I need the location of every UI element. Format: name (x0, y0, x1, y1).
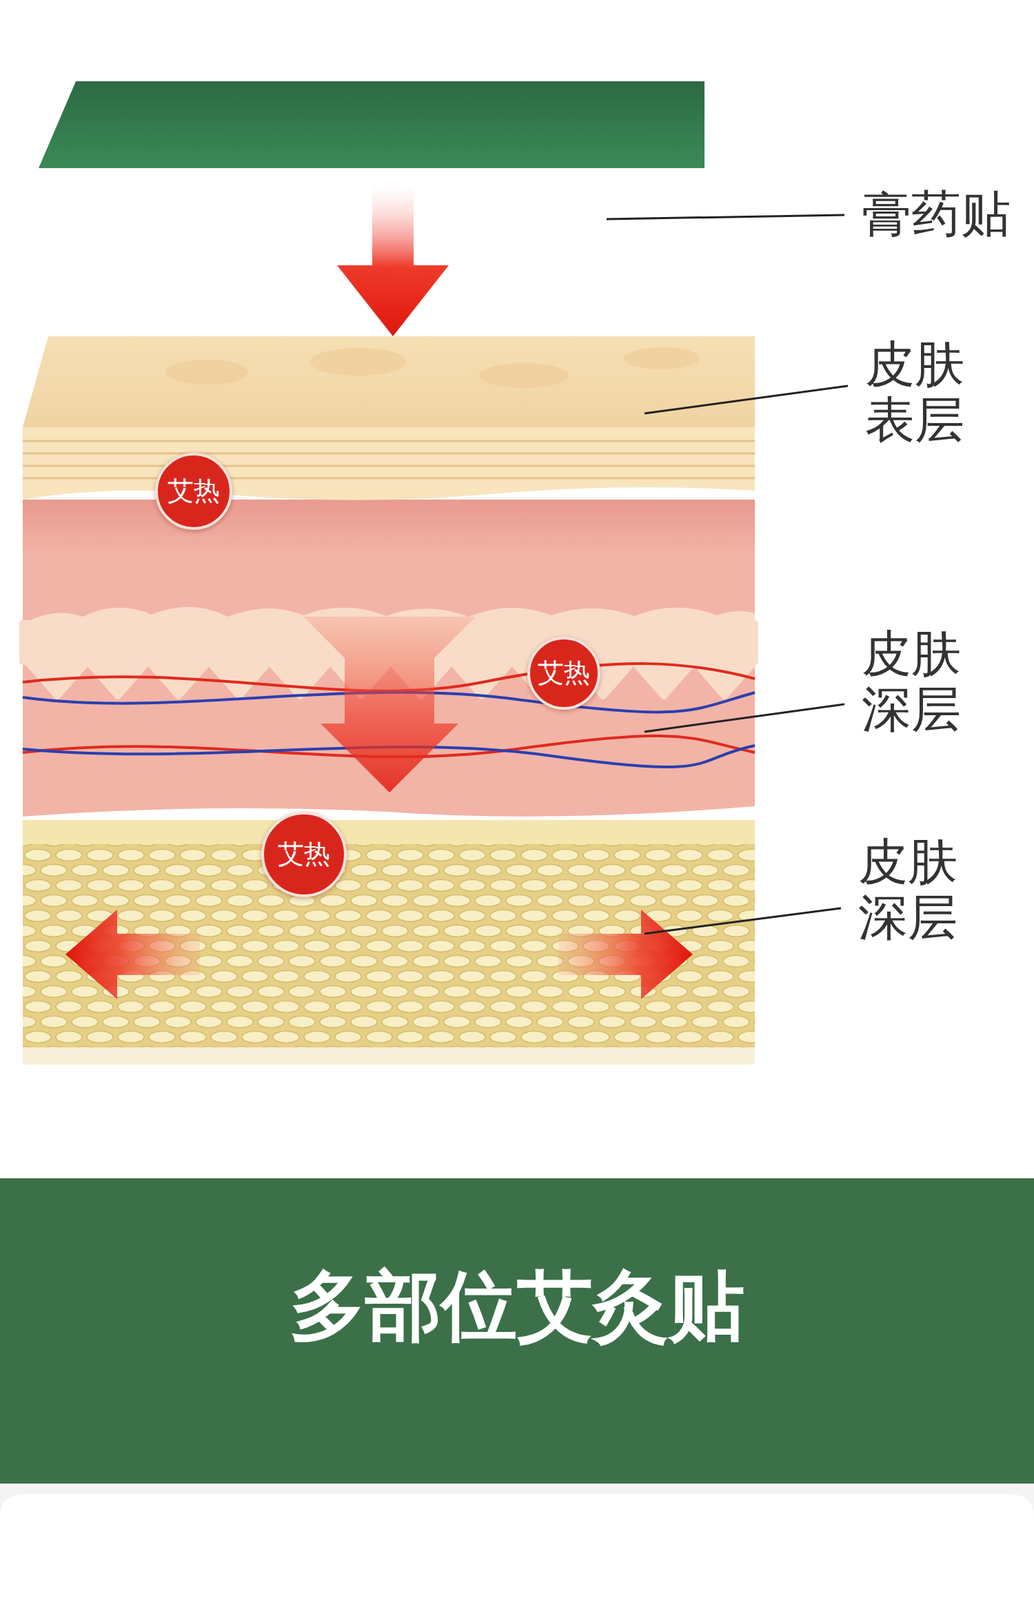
layer-label: 皮肤 深层 (858, 834, 963, 946)
stratum-line (22, 440, 755, 443)
heat-arrow (65, 909, 200, 1000)
leader-line (606, 215, 845, 220)
layer-label: 膏药贴 (861, 186, 1011, 242)
stratum-line (22, 452, 755, 455)
skin-spot (310, 348, 407, 376)
fat-layer-cells (22, 844, 755, 1052)
stratum-line (22, 465, 755, 468)
dermis-front (22, 551, 755, 817)
leader-lines (606, 215, 848, 935)
dermis-top (22, 499, 755, 555)
layer-label: 皮肤 深层 (861, 625, 966, 737)
epidermis-strata (22, 441, 755, 479)
leader-line (644, 704, 845, 733)
heat-arrow (558, 909, 693, 1000)
skin-spot (479, 363, 569, 389)
heat-arrow (303, 616, 476, 793)
stratum-line (22, 477, 755, 480)
bottom-ground (0, 1484, 1034, 1600)
heat-arrow (337, 183, 449, 337)
leader-line (644, 908, 841, 935)
heat-circle: 艾热 (155, 452, 233, 531)
heat-text: 艾热 (537, 659, 591, 688)
fat-layer-top (22, 820, 755, 1062)
leader-line (644, 386, 848, 414)
heat-text: 艾热 (167, 477, 220, 506)
product-title: 多部位艾灸贴 (0, 1260, 1034, 1352)
bottom-card (0, 1494, 1034, 1600)
heat-circle: 艾热 (261, 812, 347, 898)
epidermis-front (22, 427, 755, 501)
fat-layer-base (22, 1047, 755, 1066)
heat-text: 艾热 (277, 840, 331, 870)
plaster-patch (38, 81, 705, 169)
heat-circle: 艾热 (527, 636, 602, 711)
skin-spot (623, 347, 700, 370)
title-band (0, 1178, 1034, 1485)
layer-label: 皮肤 表层 (865, 336, 970, 448)
skin-spot (165, 359, 249, 385)
